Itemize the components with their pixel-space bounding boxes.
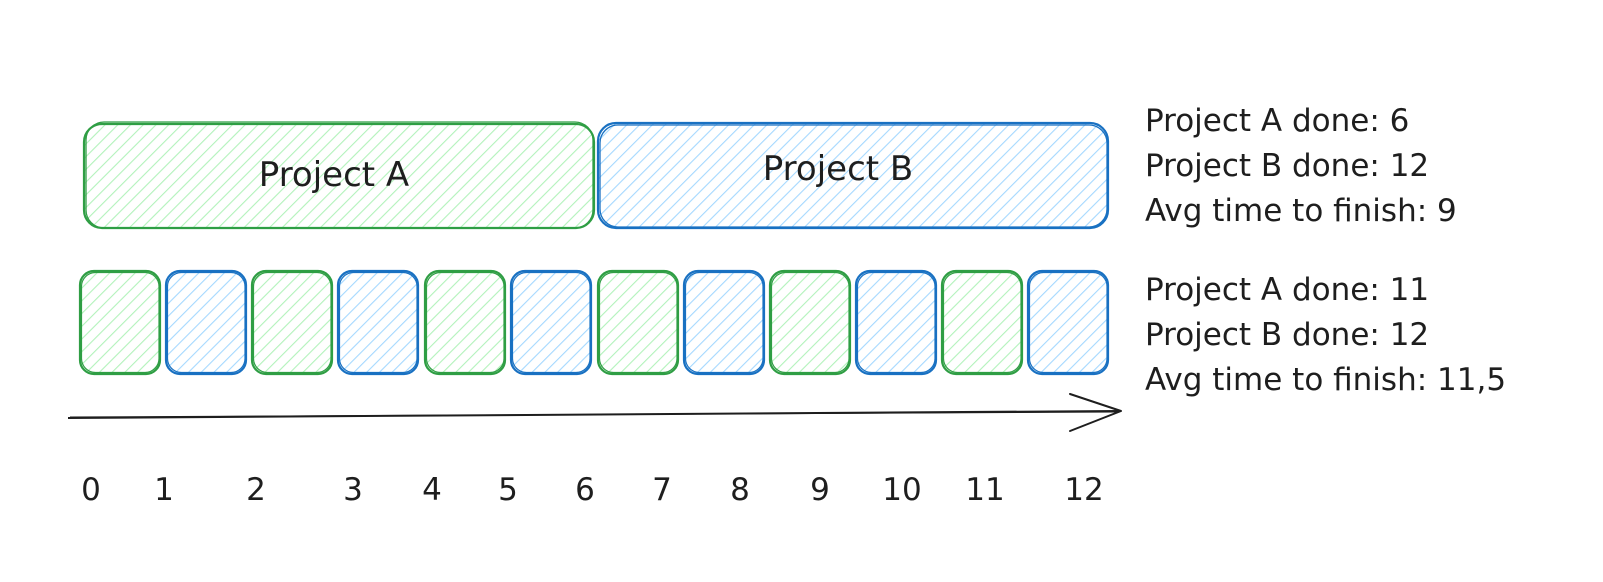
interleaved-cell-project-a: [78, 269, 162, 376]
interleaved-cell-project-b: [1026, 269, 1110, 376]
sequential-stat-b-done: Project B done: 12: [1145, 148, 1429, 184]
interleaved-stat-avg: Avg time to finish: 11,5: [1145, 362, 1506, 398]
project-b-block: Project B: [596, 121, 1110, 230]
axis-tick-label: 4: [422, 472, 442, 508]
project-a-label: Project A: [259, 155, 409, 195]
axis-tick-label: 8: [730, 472, 750, 508]
interleaved-row: [78, 269, 1110, 376]
sequential-stats: Project A done: 6 Project B done: 12 Avg…: [1145, 103, 1457, 229]
interleaved-cell-project-a: [940, 269, 1024, 376]
axis-tick-label: 10: [882, 472, 921, 508]
axis-tick-label: 6: [575, 472, 595, 508]
sequential-stat-a-done: Project A done: 6: [1145, 103, 1409, 139]
axis-tick-label: 0: [81, 472, 101, 508]
interleaved-cell-project-a: [250, 269, 334, 376]
time-axis-arrowhead: [1069, 393, 1122, 432]
interleaved-cell-project-b: [164, 269, 248, 376]
project-b-label: Project B: [763, 149, 913, 189]
sequential-stat-avg: Avg time to finish: 9: [1145, 193, 1457, 229]
interleaved-stats: Project A done: 11 Project B done: 12 Av…: [1145, 272, 1506, 398]
axis-tick-label: 7: [652, 472, 672, 508]
time-axis-line-overstroke: [69, 411, 1119, 418]
interleaved-cell-project-a: [596, 269, 680, 376]
axis-tick-label: 11: [965, 472, 1004, 508]
interleaved-cell-project-a: [423, 269, 507, 376]
interleaved-cell-project-b: [336, 269, 420, 376]
project-a-block: Project A: [82, 121, 596, 230]
interleaved-cell-project-b: [509, 269, 593, 376]
axis-tick-label: 9: [810, 472, 830, 508]
axis-tick-label: 2: [246, 472, 266, 508]
axis-tick-label: 3: [343, 472, 363, 508]
interleaved-cell-project-a: [768, 269, 852, 376]
axis-tick-label: 5: [498, 472, 518, 508]
interleaved-cell-project-b: [854, 269, 938, 376]
interleaved-stat-b-done: Project B done: 12: [1145, 317, 1429, 353]
axis-tick-label: 1: [154, 472, 174, 508]
axis-tick-label: 12: [1064, 472, 1103, 508]
interleaved-cell-project-b: [682, 269, 766, 376]
interleaved-stat-a-done: Project A done: 11: [1145, 272, 1429, 308]
sequential-row: Project A Project B: [82, 121, 1110, 230]
